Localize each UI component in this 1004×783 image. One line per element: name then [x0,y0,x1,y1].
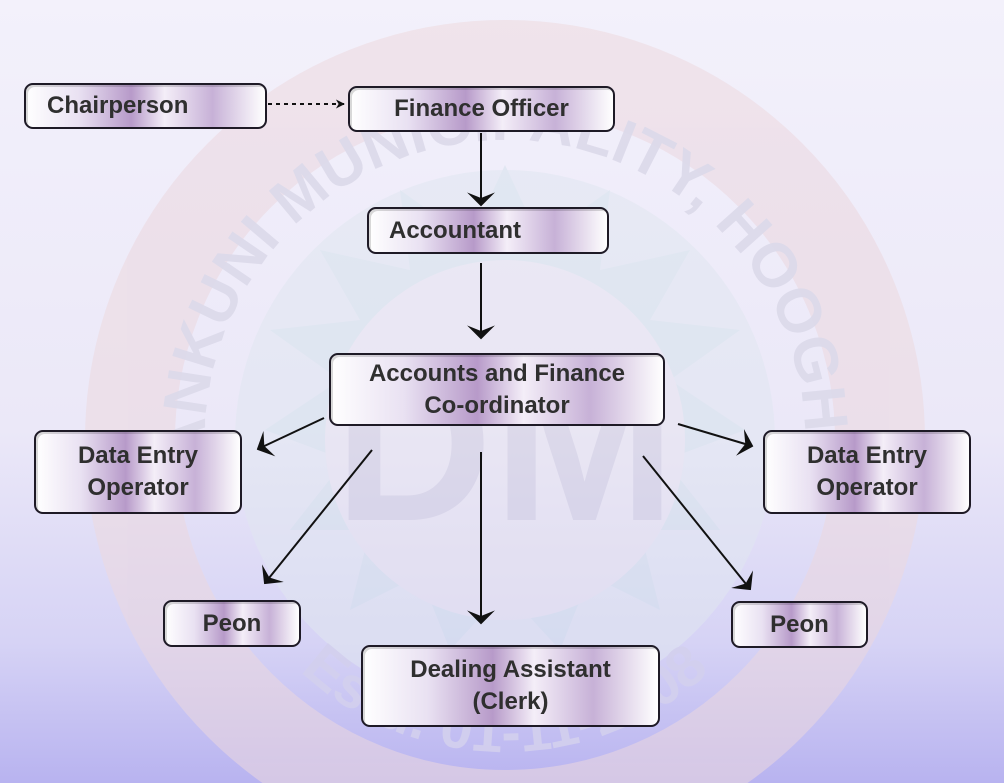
node-accountant: Accountant [367,207,609,254]
node-data-entry-left-label-line1: Data Entry [77,442,199,469]
node-dealing-assistant-label-line2: (Clerk) [472,688,549,715]
node-data-entry-right-label-line2: Operator [816,474,918,501]
node-chairperson: Chairperson [24,83,267,129]
node-accountant-label: Accountant [389,216,521,244]
node-finance-officer: Finance Officer [348,86,615,132]
node-data-entry-right-label-line1: Data Entry [806,442,928,469]
arrow-coordinator-to-data-entry-left [256,417,325,457]
arrow-coordinator-to-peon-left [261,449,373,585]
node-accounts-finance-coordinator: Accounts and Finance Co-ordinator [329,353,665,426]
arrow-coordinator-to-peon-right [642,455,754,591]
node-finance-officer-label: Finance Officer [394,95,569,122]
node-peon-right-label: Peon [770,610,829,638]
node-peon-right: Peon [731,601,868,648]
node-coordinator-label-line1: Accounts and Finance [368,359,626,387]
arrow-coordinator-to-data-entry-right [677,423,754,456]
node-coordinator-label-line2: Co-ordinator [424,391,570,419]
node-dealing-assistant-label-line1: Dealing Assistant [410,656,611,683]
node-data-entry-left-label-line2: Operator [87,474,189,501]
node-dealing-assistant: Dealing Assistant (Clerk) [361,645,660,727]
node-chairperson-label: Chairperson [47,92,189,119]
node-data-entry-operator-left: Data Entry Operator [34,430,242,514]
node-peon-left-label: Peon [202,609,262,637]
node-data-entry-operator-right: Data Entry Operator [763,430,971,514]
node-peon-left: Peon [163,600,301,647]
